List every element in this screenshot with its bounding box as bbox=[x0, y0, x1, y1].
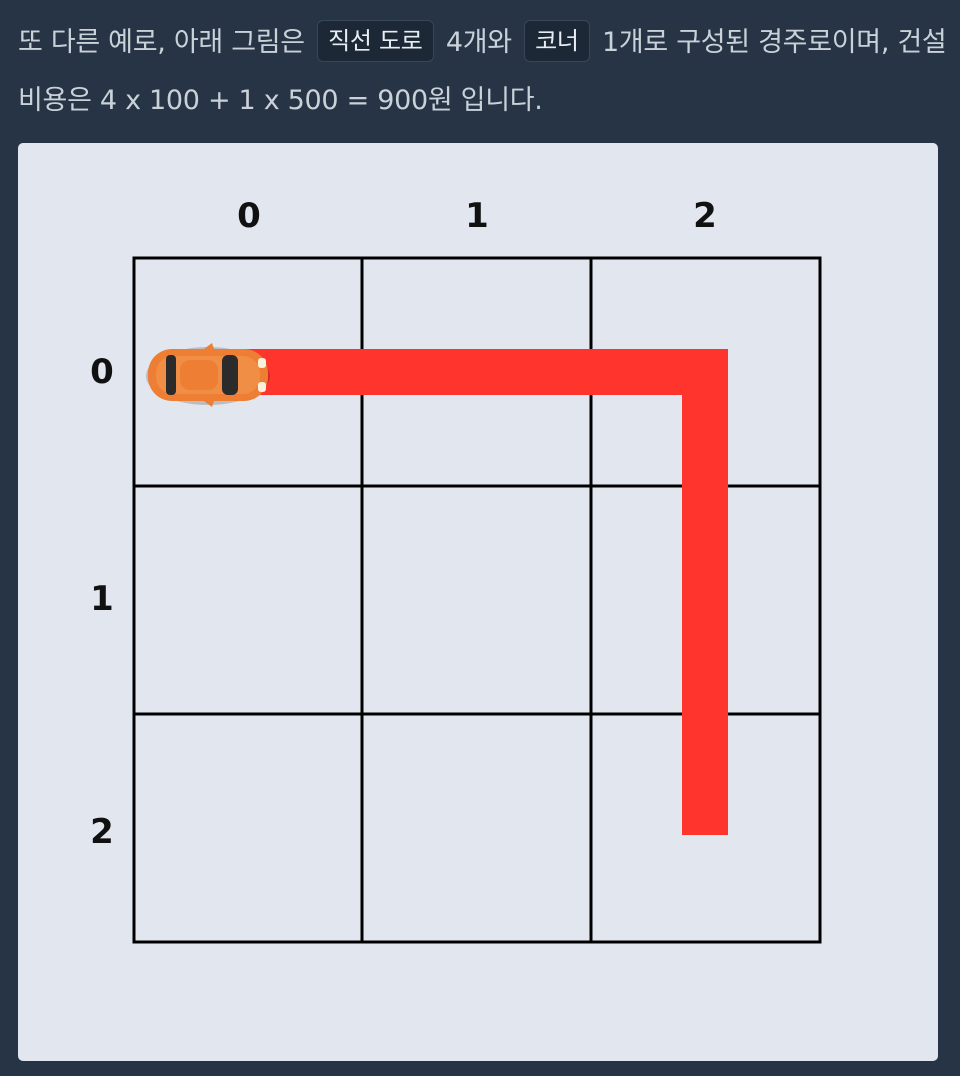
column-label-0: 0 bbox=[237, 196, 261, 236]
car-icon bbox=[146, 343, 270, 407]
description-part-3: 1개로 구성된 경주로이며, 건설 비용은 4 x 100 + 1 x 500 … bbox=[18, 27, 947, 116]
code-corner: 코너 bbox=[524, 20, 590, 62]
description-text: 또 다른 예로, 아래 그림은 직선 도로 4개와 코너 1개로 구성된 경주로… bbox=[18, 14, 948, 130]
track-diagram: 0 1 2 0 1 2 bbox=[18, 143, 938, 1061]
grid-border bbox=[132, 256, 822, 944]
row-label-2: 2 bbox=[90, 812, 114, 852]
grid-svg: 0 1 2 0 1 2 bbox=[90, 196, 822, 944]
description-part-2: 4개와 bbox=[445, 27, 512, 58]
code-straight-road: 직선 도로 bbox=[317, 20, 434, 62]
column-label-2: 2 bbox=[693, 196, 717, 236]
corner-road-vertical bbox=[682, 349, 728, 835]
description-part-1: 또 다른 예로, 아래 그림은 bbox=[18, 27, 305, 58]
column-label-1: 1 bbox=[465, 196, 489, 236]
row-label-0: 0 bbox=[90, 352, 114, 392]
straight-road-horizontal bbox=[238, 349, 728, 395]
row-label-1: 1 bbox=[90, 579, 114, 619]
race-track bbox=[238, 349, 728, 835]
